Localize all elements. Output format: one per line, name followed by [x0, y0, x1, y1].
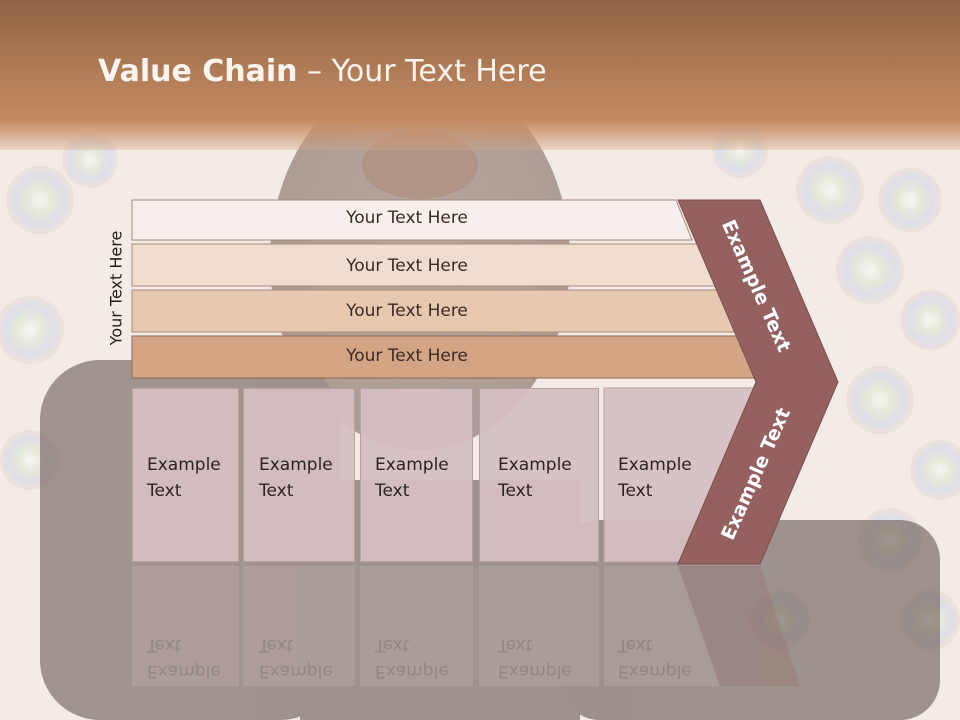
reflection-4: Example Text: [498, 632, 572, 684]
cell-2-line1: Example: [259, 455, 333, 475]
reflection-1-line2: Text: [147, 635, 182, 655]
header-band: [0, 0, 960, 150]
primary-cell-1: [132, 388, 239, 562]
reflection-5: Example Text: [618, 632, 692, 684]
cell-5-line2: Text: [618, 481, 653, 501]
slide-title: Value Chain – Your Text Here: [98, 54, 547, 89]
cell-3-line2: Text: [375, 481, 410, 501]
primary-cell-2: [243, 388, 355, 562]
reflection-3-line1: Example: [375, 661, 449, 681]
cell-1-line1: Example: [147, 455, 221, 475]
cell-5-line1: Example: [618, 455, 692, 475]
title-rest: – Your Text Here: [297, 54, 547, 89]
support-row-1-label: Your Text Here: [346, 208, 468, 228]
support-row-2-label: Your Text Here: [346, 256, 468, 276]
reflection-1-line1: Example: [147, 661, 221, 681]
reflection-5-line1: Example: [618, 661, 692, 681]
reflection-4-line2: Text: [498, 635, 533, 655]
reflection-3: Example Text: [375, 632, 449, 684]
cell-3-line1: Example: [375, 455, 449, 475]
cell-4-line2: Text: [498, 481, 533, 501]
primary-cell-4: [479, 388, 599, 562]
primary-cell-3: [360, 388, 473, 562]
reflection-4-line1: Example: [498, 661, 572, 681]
reflection-2-line2: Text: [259, 635, 294, 655]
title-bold: Value Chain: [98, 54, 298, 89]
reflection-2: Example Text: [259, 632, 333, 684]
support-row-4-label: Your Text Here: [346, 346, 468, 366]
cell-2-line2: Text: [259, 481, 294, 501]
side-label: Your Text Here: [106, 230, 126, 346]
reflection-1: Example Text: [147, 632, 221, 684]
reflection-3-line2: Text: [375, 635, 410, 655]
cell-4-line1: Example: [498, 455, 572, 475]
cell-1-line2: Text: [147, 481, 182, 501]
reflection-2-line1: Example: [259, 661, 333, 681]
support-row-3-label: Your Text Here: [346, 301, 468, 321]
reflection-5-line2: Text: [618, 635, 653, 655]
